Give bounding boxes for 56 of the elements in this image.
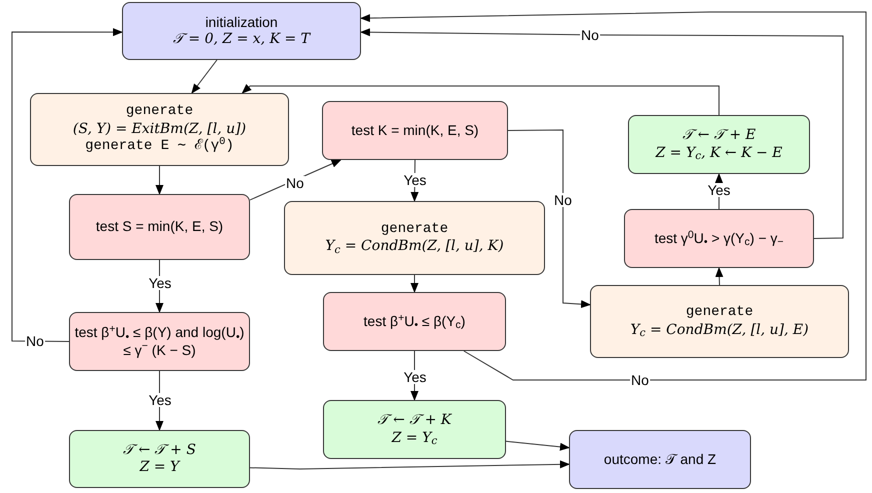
edge-label: Yes	[706, 183, 732, 197]
arrow	[360, 12, 866, 380]
arrow	[715, 267, 724, 286]
node-text: test S = min(K, E, S)	[96, 218, 224, 236]
arrow	[250, 160, 342, 200]
node-text: generate E ∼ ℰ(γ$^{0}$)	[85, 138, 234, 156]
arrow	[242, 84, 720, 116]
node-text: 𝒯 ← 𝒯 + S	[123, 442, 196, 459]
edge-label: No	[25, 334, 45, 348]
node-text: Z = Y$_{c}$, K ← K − E	[656, 144, 782, 162]
node-text: 𝒯 ← 𝒯 + E	[682, 127, 756, 144]
node-text: generate	[380, 220, 448, 238]
edge-label: Yes	[402, 370, 428, 384]
node-text: generate	[686, 304, 754, 322]
test-box	[624, 209, 814, 268]
edge-label: No	[630, 373, 650, 387]
node-text: Y$_{c}$ = CondBm(Z, [l, u], E)	[630, 322, 809, 339]
process-box	[69, 430, 250, 488]
test-box	[69, 194, 250, 260]
terminal-box	[569, 430, 751, 489]
node-text: test γ$^{0}$U$_{•}$ > γ(Y$_{c}$) − γ$_{−}$	[654, 230, 784, 248]
node-text: Y$_{c}$ = CondBm(Z, [l, u], K)	[325, 238, 504, 256]
test-box	[323, 292, 506, 351]
node-text: initialization	[205, 14, 278, 31]
arrow	[410, 274, 418, 293]
node-text: test β$^{+}$U$_{•}$ ≤ β(Y$_{c}$)	[364, 312, 466, 330]
node-text: outcome: 𝒯 and Z	[604, 450, 716, 468]
arrow	[250, 460, 570, 470]
edge-label: No	[285, 176, 305, 190]
process-box	[590, 285, 849, 358]
arrow	[508, 130, 591, 308]
arrow	[12, 28, 123, 342]
node-text: 𝒯 ← 𝒯 + K	[378, 412, 452, 430]
edge-label: Yes	[402, 173, 428, 187]
arrow	[506, 440, 570, 451]
node-text: Z = Y$_{c}$	[392, 430, 438, 447]
test-box	[322, 101, 508, 160]
test-box	[69, 312, 250, 371]
arrow	[360, 28, 844, 239]
node-text: (S, Y) = ExitBm(Z, [l, u])	[72, 120, 246, 137]
terminal-box	[122, 2, 361, 60]
edge-label: Yes	[148, 393, 172, 407]
node-text: test K = min(K, E, S)	[351, 122, 479, 140]
edge-label: Yes	[148, 276, 172, 290]
process-box	[323, 400, 506, 459]
node-text: 𝒯 = 0, Z = x, K = T	[172, 31, 310, 48]
arrow	[156, 166, 164, 195]
node-text: Z = Y	[140, 459, 180, 476]
process-box	[628, 115, 810, 174]
node-text: test β$^{+}$U$_{•}$ ≤ β(Y) and log(U$_{•}$) ≤ γ$^{−}$ (K − S)	[74, 324, 245, 359]
arrow	[191, 60, 218, 94]
process-box	[30, 93, 289, 166]
node-text: generate	[126, 103, 194, 121]
process-box	[284, 201, 545, 275]
edge-label: No	[580, 28, 600, 42]
edge-label: No	[553, 193, 573, 207]
